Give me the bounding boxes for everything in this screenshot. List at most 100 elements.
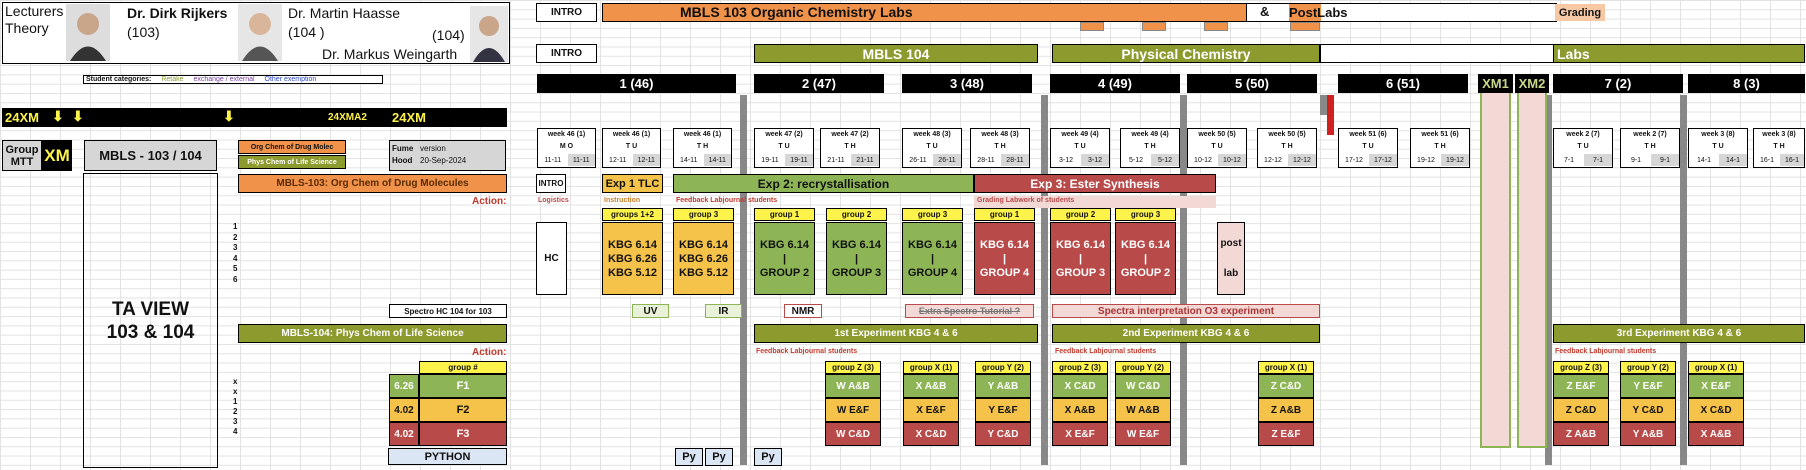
py-box-1[interactable]: Py (675, 448, 703, 466)
day-week-label: week 2 (7) (1633, 131, 1667, 138)
group-104-slot[interactable]: X E&F (1688, 374, 1744, 398)
group-104-slot[interactable]: Y E&F (1620, 374, 1676, 398)
group-104-slot[interactable]: Y A&B (975, 374, 1031, 398)
day-week-label: week 46 (1) (683, 131, 722, 138)
nmr-box: NMR (784, 304, 822, 318)
cohort-left: 24XM (5, 110, 39, 125)
group-104-slot[interactable]: Y A&B (1620, 422, 1676, 446)
group-104-slot[interactable]: X A&B (1052, 398, 1108, 422)
day-date-shaded: 21-11 (851, 154, 879, 166)
week-header-6: 6 (51) (1338, 74, 1468, 93)
flist-name[interactable]: F2 (419, 398, 507, 422)
week-header-7: 7 (2) (1553, 74, 1683, 93)
legend-org-chem: Org Chem of Drug Molec (238, 140, 346, 154)
day-week-label: week 46 (1) (547, 131, 586, 138)
day-week-label: week 47 (2) (765, 131, 803, 138)
day-date-shaded: 14-11 (703, 154, 731, 166)
group-103-room[interactable]: KBG 6.14|GROUP 2 (1115, 222, 1176, 295)
group-104-slot[interactable]: X E&F (1052, 422, 1108, 446)
day-weekday: T U (1362, 143, 1374, 150)
day-weekday: T H (1281, 143, 1293, 150)
group-104-slot[interactable]: X E&F (903, 398, 959, 422)
group-103-room[interactable]: KBG 6.14|GROUP 4 (974, 222, 1035, 295)
group-104-slot[interactable]: X A&B (903, 374, 959, 398)
day-weekday: T U (1074, 143, 1086, 150)
day-week-label: week 50 (5) (1198, 131, 1236, 138)
group-104-slot[interactable]: Y C&D (1620, 398, 1676, 422)
day-weekday: T H (1644, 143, 1656, 150)
py-box-3[interactable]: Py (754, 448, 782, 466)
group-104-slot[interactable]: Y C&D (975, 422, 1031, 446)
hc-box: HC (536, 222, 567, 295)
day-week-label: week 47 (2) (831, 131, 869, 138)
day-date-shaded: 5-12 (1151, 154, 1179, 166)
row-number: x (233, 377, 238, 386)
group-103-room[interactable]: KBG 6.14|GROUP 4 (902, 222, 963, 295)
room-line: KBG 6.14 (832, 238, 881, 251)
day-date: 17-12 (1345, 156, 1363, 164)
cohort-bar (2, 108, 507, 127)
group-103-header: group 3 (902, 208, 963, 221)
room-line: GROUP 4 (907, 266, 958, 279)
room-line: GROUP 3 (831, 266, 882, 279)
group-104-slot[interactable]: X C&D (1052, 374, 1108, 398)
group-104-slot[interactable]: Y E&F (975, 398, 1031, 422)
cohort-arrow-3: ⬇ (223, 108, 235, 124)
room-line: | (930, 252, 935, 265)
group-103-room[interactable]: KBG 6.14|GROUP 3 (1050, 222, 1111, 295)
group-104-slot[interactable]: Z A&B (1258, 398, 1314, 422)
fume-hood-cell (389, 140, 506, 171)
day-date: 12-11 (609, 156, 627, 164)
group-104-slot[interactable]: W C&D (825, 422, 881, 446)
group-104-slot[interactable]: Z C&D (1258, 374, 1314, 398)
group-104-slot[interactable]: Z E&F (1258, 422, 1314, 446)
day-date: 16-1 (1759, 156, 1774, 164)
py-box-2[interactable]: Py (705, 448, 733, 466)
group-103-room[interactable]: KBG 6.14|GROUP 3 (826, 222, 887, 295)
group-103-header: group 1 (974, 208, 1035, 221)
group-104-slot[interactable]: W E&F (1115, 422, 1171, 446)
day-weekday: T U (1712, 143, 1724, 150)
group-104-slot[interactable]: Z A&B (1553, 422, 1609, 446)
group-104-slot[interactable]: W A&B (1115, 398, 1171, 422)
group-104-slot[interactable]: W A&B (825, 374, 881, 398)
group-104-slot[interactable]: W E&F (825, 398, 881, 422)
day-date: 14-11 (680, 156, 698, 164)
group-104-slot[interactable]: W C&D (1115, 374, 1171, 398)
week-separator (1041, 95, 1048, 465)
day-weekday: T H (1434, 143, 1446, 150)
room-line: KBG 5.12 (679, 266, 728, 279)
lecturer-1-code: (103) (127, 24, 160, 40)
group-103-room[interactable]: KBG 6.14|GROUP 2 (754, 222, 815, 295)
group-104-slot[interactable]: Z C&D (1553, 398, 1609, 422)
feedback-104-label-3: Feedback Labjournal students (1555, 348, 1657, 355)
row-number: 1 (233, 222, 238, 231)
room-line: KBG 6.14 (980, 238, 1029, 251)
grading-bar (974, 196, 1216, 208)
day-date-shaded: 14-1 (1719, 154, 1747, 166)
exp104-second: 2nd Experiment KBG 4 & 6 (1052, 324, 1320, 343)
day-week-label: week 51 (6) (1421, 131, 1459, 138)
post-label: post (1220, 237, 1242, 249)
cohort-arrow-1: ⬇ (52, 108, 64, 124)
group-104-slot[interactable]: X C&D (1688, 398, 1744, 422)
flist-room: 4.02 (389, 398, 419, 422)
logistics-label: Logistics (538, 197, 569, 204)
flist-name[interactable]: F3 (419, 422, 507, 446)
group-104-slot[interactable]: Z E&F (1553, 374, 1609, 398)
week-separator-red (1327, 95, 1334, 135)
week-separator (1680, 95, 1687, 465)
day-date: 7-1 (1563, 156, 1575, 164)
group-104-slot[interactable]: X A&B (1688, 422, 1744, 446)
group-104-slot[interactable]: X C&D (903, 422, 959, 446)
banner-104-part2: Physical Chemistry (1052, 44, 1320, 63)
fume-label: Fume (392, 144, 414, 153)
flist-name[interactable]: F1 (419, 374, 507, 398)
